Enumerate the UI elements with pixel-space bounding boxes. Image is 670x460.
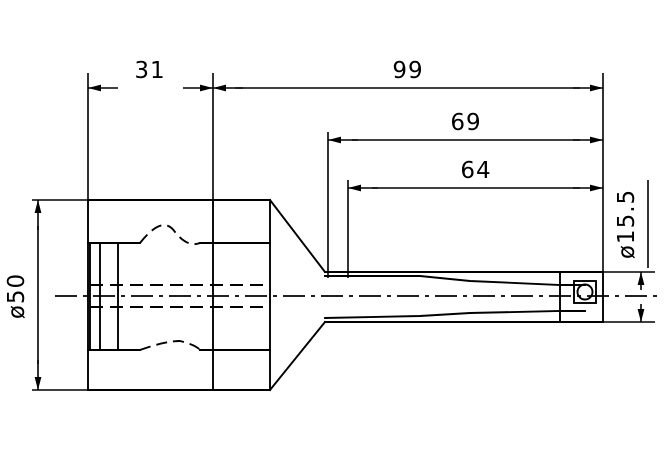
internal-step-lines <box>87 242 271 351</box>
dimension-label-dia-15-5: ø15.5 <box>614 189 640 259</box>
dimension-64 <box>347 180 603 278</box>
conical-transition <box>268 198 327 392</box>
dimension-label-69: 69 <box>450 110 481 136</box>
part-geometry <box>87 198 604 392</box>
dimension-99 <box>213 73 604 272</box>
dimension-dia-15-5 <box>601 180 655 323</box>
hidden-bore-lines <box>90 284 270 308</box>
dimension-label-31: 31 <box>134 58 165 84</box>
shank-profile <box>324 271 561 323</box>
dimension-label-99: 99 <box>392 58 423 84</box>
dimension-31 <box>87 73 214 200</box>
dimension-label-64: 64 <box>460 158 491 184</box>
clamp-screw-circle <box>576 283 594 301</box>
dimension-dia-50 <box>32 199 92 391</box>
dimension-69 <box>327 132 603 278</box>
dimension-label-dia-50: ø50 <box>4 273 30 319</box>
break-bump-features <box>139 224 201 351</box>
